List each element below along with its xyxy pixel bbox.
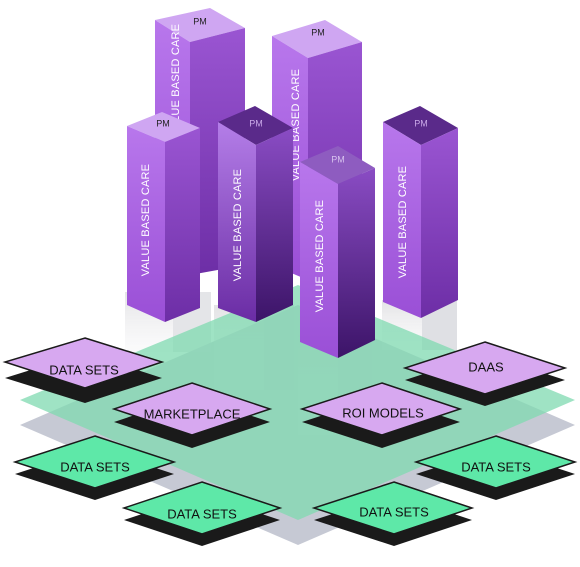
- tower-front-3: PM VALUE BASED CARE: [300, 146, 375, 358]
- tile-data-sets-top-left: DATA SETS: [2, 337, 165, 403]
- tower-front-4-pm: PM: [414, 118, 428, 128]
- tower-back-right-pm: PM: [311, 27, 325, 37]
- tower-front-4-label: VALUE BASED CARE: [397, 166, 409, 278]
- tower-front-1-label: VALUE BASED CARE: [140, 164, 152, 276]
- tile-data-sets-left-label: DATA SETS: [60, 459, 130, 474]
- tile-data-sets-right: DATA SETS: [413, 435, 578, 500]
- tower-front-1: PM VALUE BASED CARE: [127, 112, 200, 322]
- tower-front-2-label: VALUE BASED CARE: [232, 169, 244, 281]
- tower-front-3-pm: PM: [331, 154, 345, 164]
- base-plate: [20, 285, 575, 520]
- tower-back-left-label: VALUE BASED CARE: [170, 24, 182, 136]
- tower-back-left-pm: PM: [193, 16, 207, 26]
- tower-front-4: PM VALUE BASED CARE: [383, 106, 458, 318]
- tile-roi-models-label: ROI MODELS: [342, 405, 424, 420]
- tile-data-sets-top-left-label: DATA SETS: [49, 362, 119, 377]
- tile-roi-models: ROI MODELS: [299, 382, 463, 448]
- tower-front-2: PM VALUE BASED CARE: [218, 106, 293, 322]
- tile-marketplace: MARKETPLACE: [111, 382, 273, 448]
- tile-daas-label: DAAS: [468, 359, 504, 374]
- tile-data-sets-bottom-right: DATA SETS: [311, 481, 475, 546]
- tile-marketplace-label: MARKETPLACE: [144, 406, 241, 421]
- tile-data-sets-bottom-left-label: DATA SETS: [167, 506, 237, 521]
- tower-front-3-label: VALUE BASED CARE: [314, 200, 326, 312]
- tower-front-1-pm: PM: [156, 118, 170, 128]
- tile-data-sets-bottom-left: DATA SETS: [121, 481, 283, 546]
- tile-data-sets-bottom-right-label: DATA SETS: [359, 504, 429, 519]
- tile-data-sets-right-label: DATA SETS: [461, 459, 531, 474]
- tile-data-sets-left: DATA SETS: [12, 435, 177, 500]
- tower-front-2-pm: PM: [249, 118, 263, 128]
- tile-daas: DAAS: [402, 341, 568, 406]
